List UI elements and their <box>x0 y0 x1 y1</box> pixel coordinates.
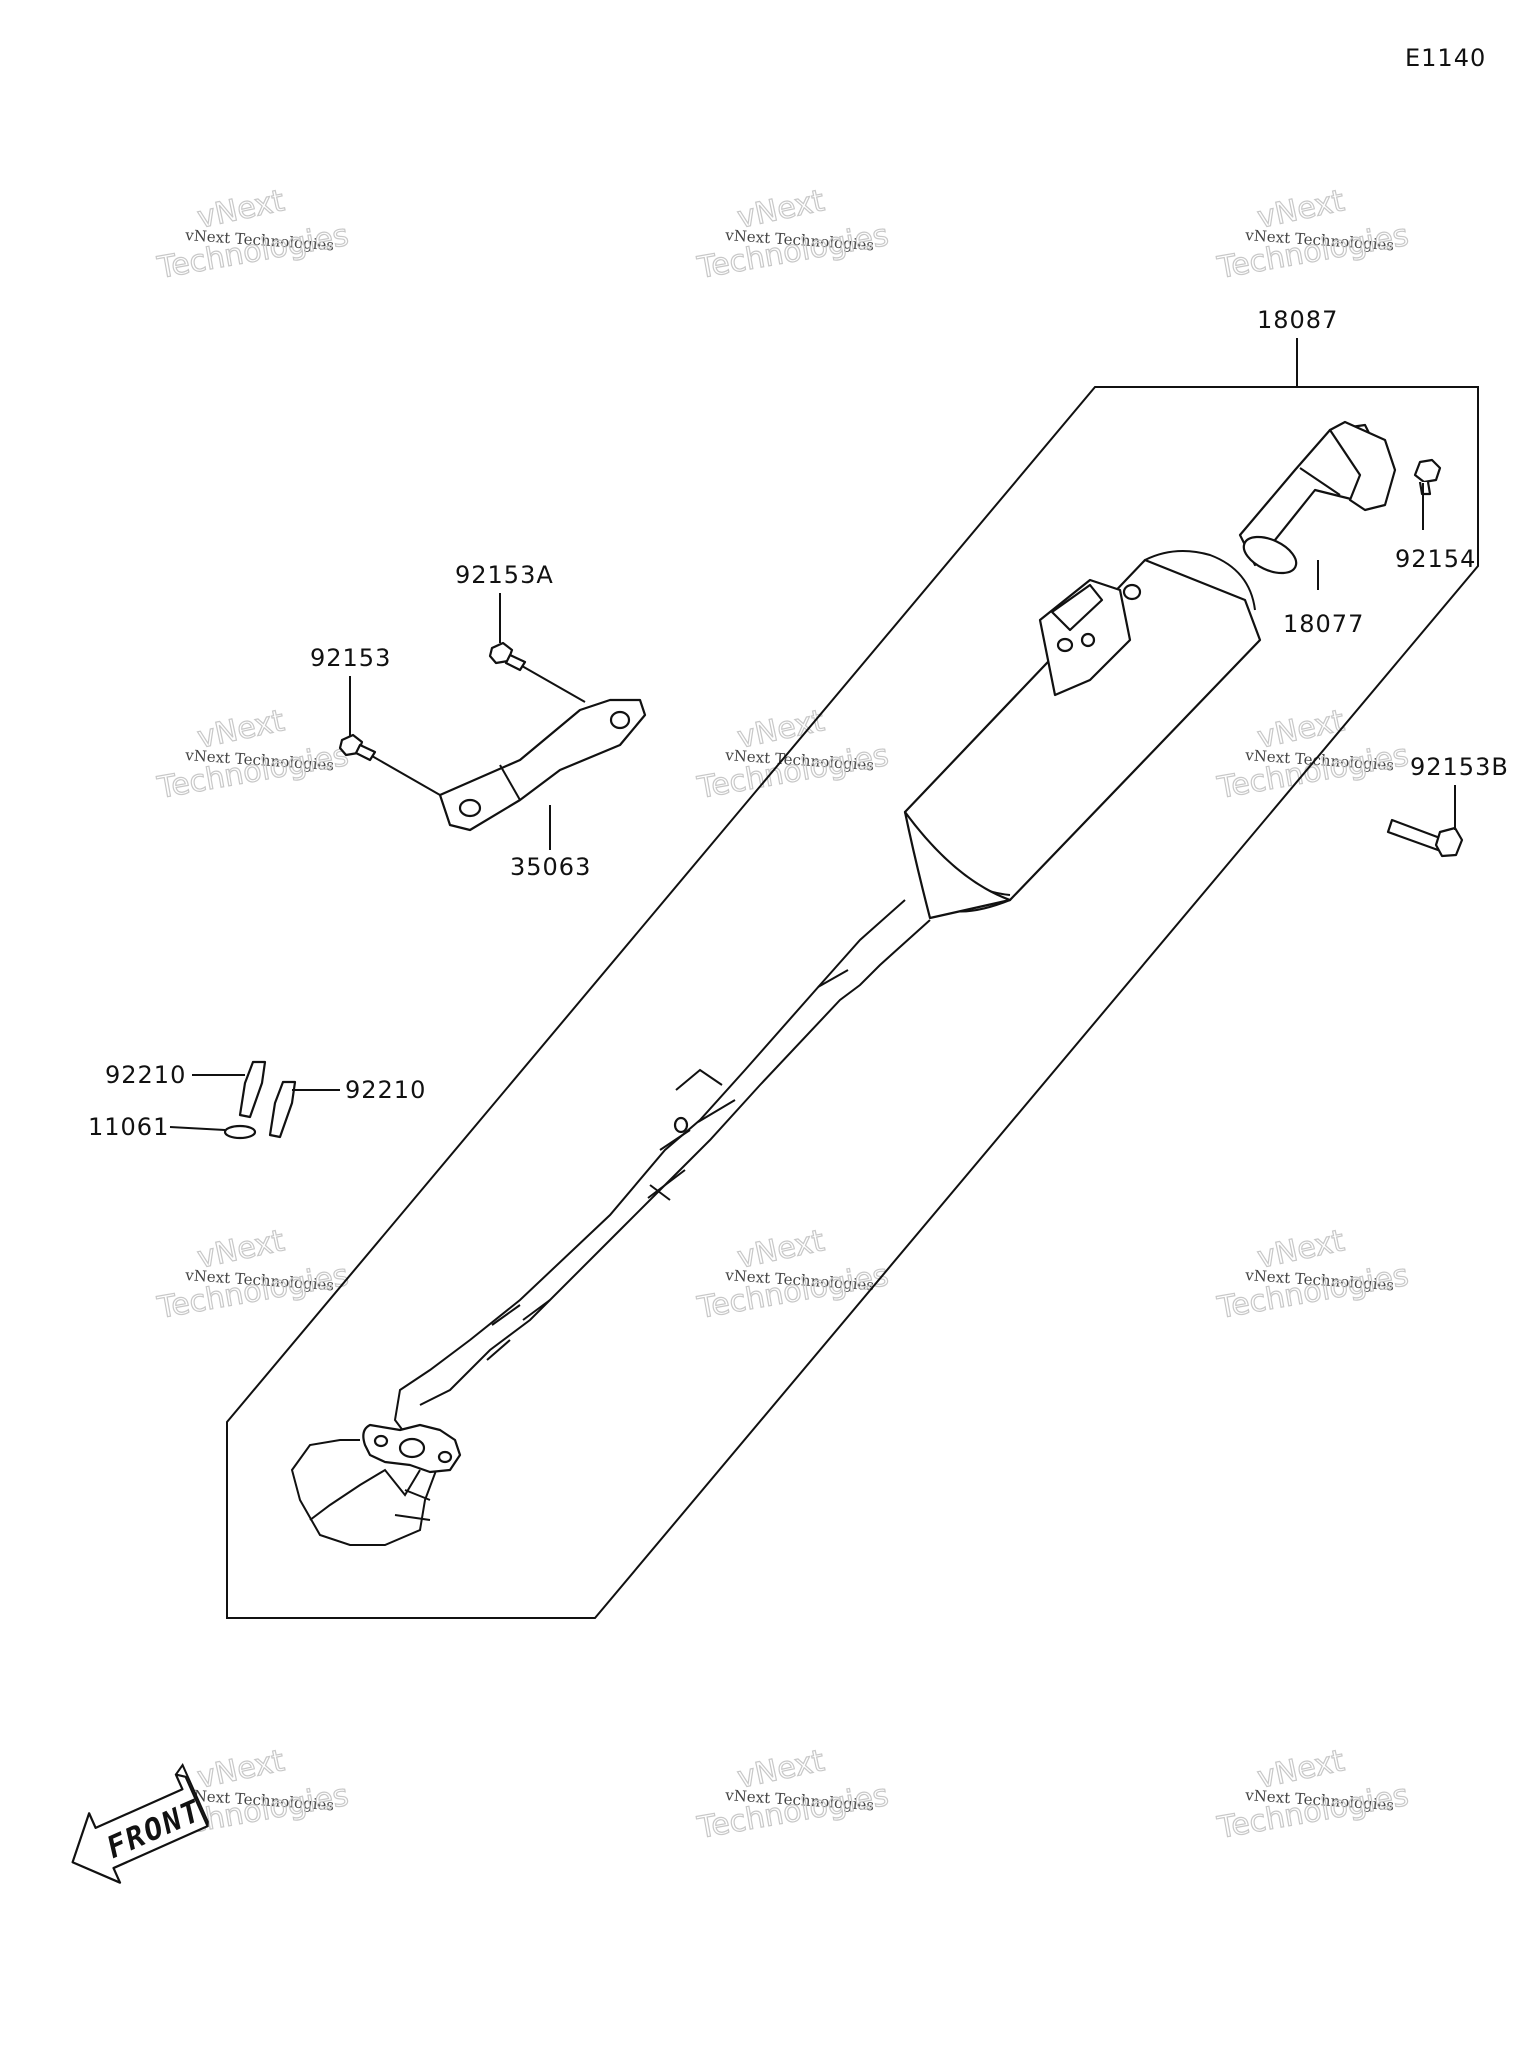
clip-92210-b <box>268 1080 297 1139</box>
watermark-bottom: Technologies <box>154 738 351 806</box>
bracket-35063 <box>438 698 647 832</box>
watermark: vNext vNext Technologies Technologies <box>694 1743 892 1847</box>
watermark-bottom: Technologies <box>694 1258 891 1326</box>
watermark: vNext vNext Technologies Technologies <box>154 183 352 287</box>
leader-lines <box>169 338 1456 1131</box>
watermark: vNext vNext Technologies Technologies <box>694 183 892 287</box>
assembly-frame <box>226 386 1479 1619</box>
label-35063: 35063 <box>510 853 591 881</box>
watermark: vNext vNext Technologies Technologies <box>1214 1743 1412 1847</box>
clip-92210-a <box>238 1060 267 1119</box>
washer-11061 <box>223 1124 257 1140</box>
watermarks: vNext vNext Technologies Technologies vN… <box>154 183 1412 1847</box>
label-92154: 92154 <box>1395 545 1476 573</box>
watermark-bottom: Technologies <box>1214 738 1411 806</box>
watermark-bottom: Technologies <box>694 1778 891 1846</box>
watermark-bottom: Technologies <box>1214 1258 1411 1326</box>
label-92210-right: 92210 <box>345 1076 426 1104</box>
label-11061: 11061 <box>88 1113 169 1141</box>
watermark: vNext vNext Technologies Technologies <box>1214 703 1412 807</box>
watermark-bottom: Technologies <box>154 218 351 286</box>
label-92153B: 92153B <box>1410 753 1509 781</box>
watermark: vNext vNext Technologies Technologies <box>1214 183 1412 287</box>
tail-pipe-18077 <box>1238 420 1397 575</box>
part-labels: 18087 92154 18077 92153A 92153 35063 921… <box>88 306 1509 1141</box>
watermark-bottom: Technologies <box>694 218 891 286</box>
bolt-92153B <box>1386 818 1464 858</box>
watermark-bottom: Technologies <box>1214 1778 1411 1846</box>
label-92210-left: 92210 <box>105 1061 186 1089</box>
label-18087: 18087 <box>1257 306 1338 334</box>
watermark: vNext vNext Technologies Technologies <box>694 703 892 807</box>
watermark: vNext vNext Technologies Technologies <box>694 1223 892 1327</box>
front-arrow: FRONT <box>71 1763 209 1884</box>
bolt-92153 <box>338 733 441 796</box>
muffler <box>903 550 1262 920</box>
label-92153A: 92153A <box>455 561 554 589</box>
bolt-92154 <box>1413 458 1442 496</box>
watermark: vNext vNext Technologies Technologies <box>1214 1223 1412 1327</box>
watermark-bottom: Technologies <box>1214 218 1411 286</box>
label-92153: 92153 <box>310 644 391 672</box>
diagram-code: E1140 <box>1405 44 1486 72</box>
watermark-bottom: Technologies <box>154 1258 351 1326</box>
header-pipe <box>290 899 931 1546</box>
label-18077: 18077 <box>1283 610 1364 638</box>
watermark: vNext vNext Technologies Technologies <box>154 703 352 807</box>
bolt-92153A <box>488 641 586 703</box>
